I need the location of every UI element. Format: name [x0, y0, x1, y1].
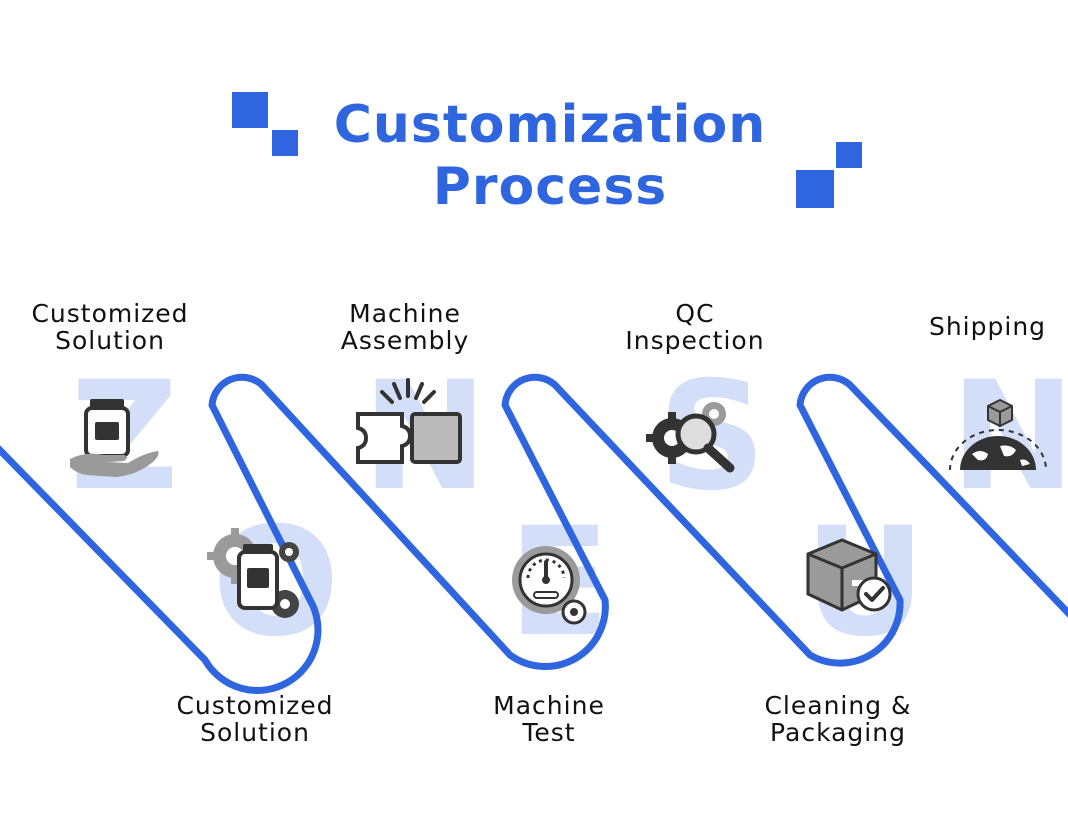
gear-magnifier-icon — [646, 402, 735, 473]
step-label-line: Customized — [176, 691, 334, 720]
step-label-machine-assembly: Machine Assembly — [310, 300, 500, 354]
step-label-machine-test: Machine Test — [460, 692, 638, 746]
step-label-customized-solution-top: Customized Solution — [10, 300, 210, 354]
jar-in-hand-icon — [70, 399, 159, 477]
step-label-line: Solution — [200, 718, 310, 747]
step-label-line: Cleaning & — [764, 691, 912, 720]
page-title-second-line: Process — [432, 157, 668, 217]
step-label-line: Packaging — [770, 718, 906, 747]
globe-box-icon — [949, 398, 1047, 471]
step-label-line: Assembly — [340, 326, 470, 355]
step-label-shipping: Shipping — [905, 313, 1068, 340]
step-label-line: Test — [522, 718, 576, 747]
step-label-cleaning-packaging: Cleaning & Packaging — [738, 692, 938, 746]
step-label-line: Machine — [349, 299, 461, 328]
jar-with-gears-icon — [207, 528, 299, 618]
step-label-line: Customized — [31, 299, 189, 328]
gauge-test-icon — [512, 546, 587, 625]
box-checkmark-icon — [806, 538, 892, 612]
step-label-line: QC — [675, 299, 715, 328]
step-label-customized-solution-bottom: Customized Solution — [155, 692, 355, 746]
step-label-qc-inspection: QC Inspection — [600, 300, 790, 354]
step-label-line: Inspection — [625, 326, 765, 355]
puzzle-assembly-icon — [356, 378, 462, 464]
decorative-squares-left — [232, 92, 298, 156]
watermark-letter: N — [950, 350, 1068, 524]
step-label-line: Solution — [55, 326, 165, 355]
decorative-squares-right — [796, 142, 862, 208]
step-label-line: Shipping — [928, 312, 1047, 341]
step-label-line: Machine — [493, 691, 605, 720]
page-title: Customization — [333, 95, 767, 155]
